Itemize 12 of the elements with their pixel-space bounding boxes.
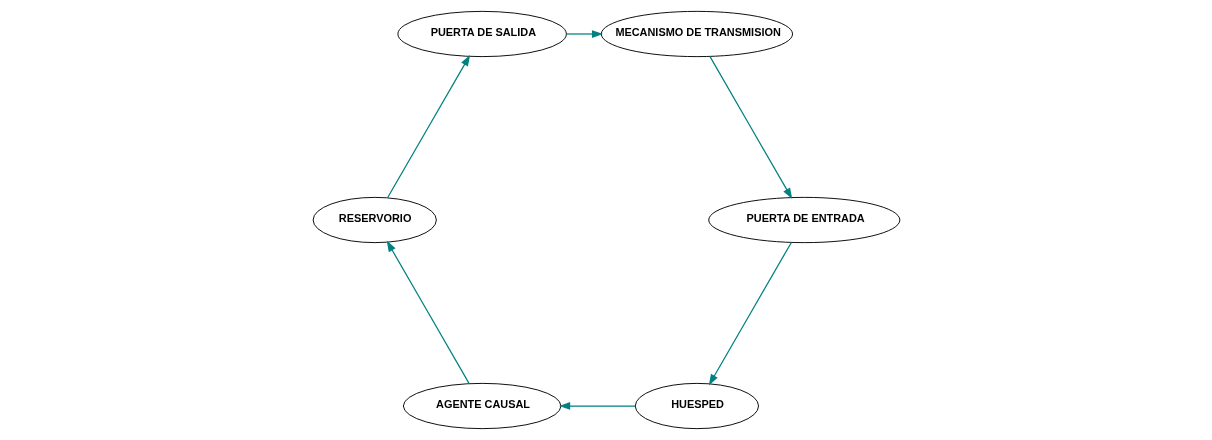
arrow xyxy=(386,54,470,199)
node-ellipse: RESERVORIO xyxy=(312,196,437,244)
arrow xyxy=(565,30,603,38)
node-ellipse: PUERTA DE ENTRADA xyxy=(707,196,900,244)
arrow xyxy=(708,55,792,200)
node-ellipse: MECANISMO DE TRANSMISION xyxy=(600,10,793,58)
arrow xyxy=(386,240,470,385)
node-ellipse: HUESPED xyxy=(634,382,759,430)
arrow xyxy=(708,241,792,386)
node-ellipse: PUERTA DE SALIDA xyxy=(396,10,567,58)
arrow xyxy=(558,402,636,410)
node-ellipse: AGENTE CAUSAL xyxy=(402,382,561,430)
